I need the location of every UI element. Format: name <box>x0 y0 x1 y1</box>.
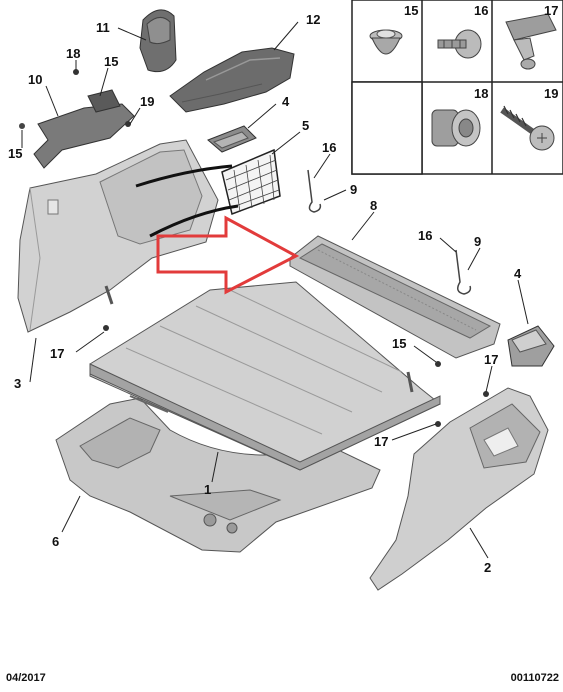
callout-6: 6 <box>52 534 59 549</box>
clip-17-icon <box>505 13 557 70</box>
callout-4-right: 4 <box>514 266 522 281</box>
callout-15-left: 15 <box>8 146 22 161</box>
grid-label-18: 18 <box>474 86 488 101</box>
callout-5: 5 <box>302 118 309 133</box>
callouts: 11 12 18 15 10 19 15 4 5 16 9 8 16 9 4 1… <box>8 12 522 575</box>
fastener-16-9-lower <box>455 249 472 295</box>
part-6-floor-tray <box>55 397 381 553</box>
callout-10: 10 <box>28 72 42 87</box>
callout-16-right: 16 <box>418 228 432 243</box>
part-2-right-panel <box>369 387 549 591</box>
fastener-grid: 15 16 17 18 19 <box>351 0 563 175</box>
part-11-handle <box>139 9 177 73</box>
callout-15-top: 15 <box>104 54 118 69</box>
grid-label-16: 16 <box>474 3 488 18</box>
callout-1: 1 <box>204 482 211 497</box>
screw-19-icon <box>500 105 555 151</box>
footer-date: 04/2017 <box>6 672 46 684</box>
callout-15-right: 15 <box>392 336 406 351</box>
clip-15-icon <box>369 29 403 55</box>
callout-12: 12 <box>306 12 320 27</box>
part-12-upper-trim <box>169 47 295 113</box>
part-8-sill-trim <box>289 235 501 359</box>
callout-8: 8 <box>370 198 377 213</box>
callout-9-top: 9 <box>350 182 357 197</box>
part-10-bracket <box>19 89 135 169</box>
callout-17-right: 17 <box>484 352 498 367</box>
grid-label-19: 19 <box>544 86 558 101</box>
callout-18: 18 <box>66 46 80 61</box>
grid-label-15: 15 <box>404 3 418 18</box>
callout-2: 2 <box>484 560 491 575</box>
fastener-16-9-upper <box>307 169 322 213</box>
callout-17-lower: 17 <box>374 434 388 449</box>
footer-reference: 00110722 <box>510 672 559 684</box>
highlight-arrow <box>156 215 300 295</box>
part-1-floor-cover <box>89 281 441 471</box>
callout-4-top: 4 <box>282 94 290 109</box>
plug-18-icon <box>431 109 481 147</box>
callout-17-left: 17 <box>50 346 64 361</box>
callout-19: 19 <box>140 94 154 109</box>
callout-3: 3 <box>14 376 21 391</box>
grid-label-17: 17 <box>544 3 558 18</box>
rivet-16-icon <box>437 29 482 59</box>
callout-9-right: 9 <box>474 234 481 249</box>
part-4-left-handle <box>207 125 257 153</box>
part-4-right-latch <box>507 325 555 367</box>
callout-11: 11 <box>96 20 110 35</box>
part-5-net <box>221 148 281 216</box>
callout-16-top: 16 <box>322 140 336 155</box>
leader-lines <box>21 21 529 559</box>
